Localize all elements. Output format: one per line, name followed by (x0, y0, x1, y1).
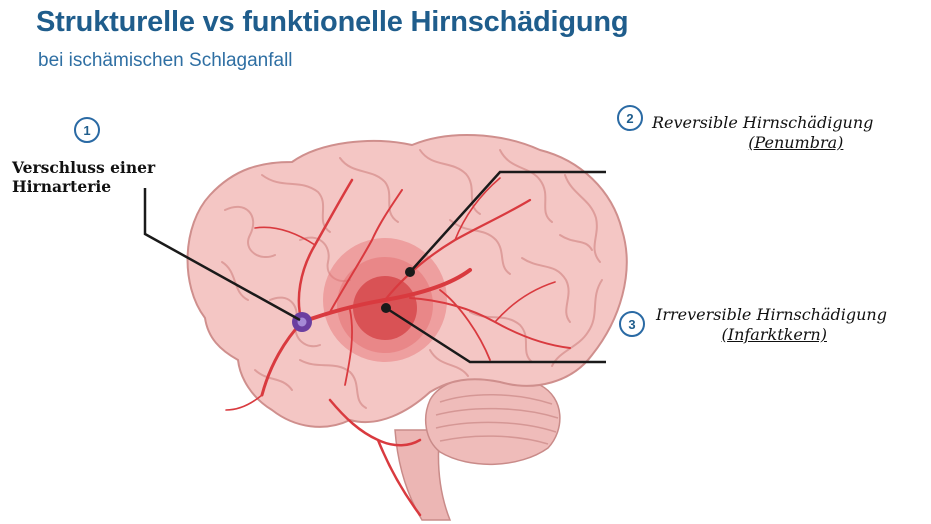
label-penumbra-line2: (Penumbra) (652, 133, 873, 153)
label-occlusion: Verschluss einer Hirnarterie (12, 158, 155, 197)
cerebellum (426, 376, 560, 465)
label-occlusion-line2: Hirnarterie (12, 177, 155, 196)
label-core: Irreversible Hirnschädigung (Infarktkern… (656, 305, 887, 345)
label-penumbra: Reversible Hirnschädigung (Penumbra) (652, 113, 873, 153)
label-occlusion-line1: Verschluss einer (12, 158, 155, 177)
label-core-line1: Irreversible Hirnschädigung (656, 305, 887, 325)
leader-dot-core (381, 303, 391, 313)
marker-occlusion: 1 (74, 117, 100, 143)
marker-penumbra: 2 (617, 105, 643, 131)
label-penumbra-line1: Reversible Hirnschädigung (652, 113, 873, 133)
marker-core: 3 (619, 311, 645, 337)
leader-dot-penumbra (405, 267, 415, 277)
label-core-line2: (Infarktkern) (656, 325, 887, 345)
